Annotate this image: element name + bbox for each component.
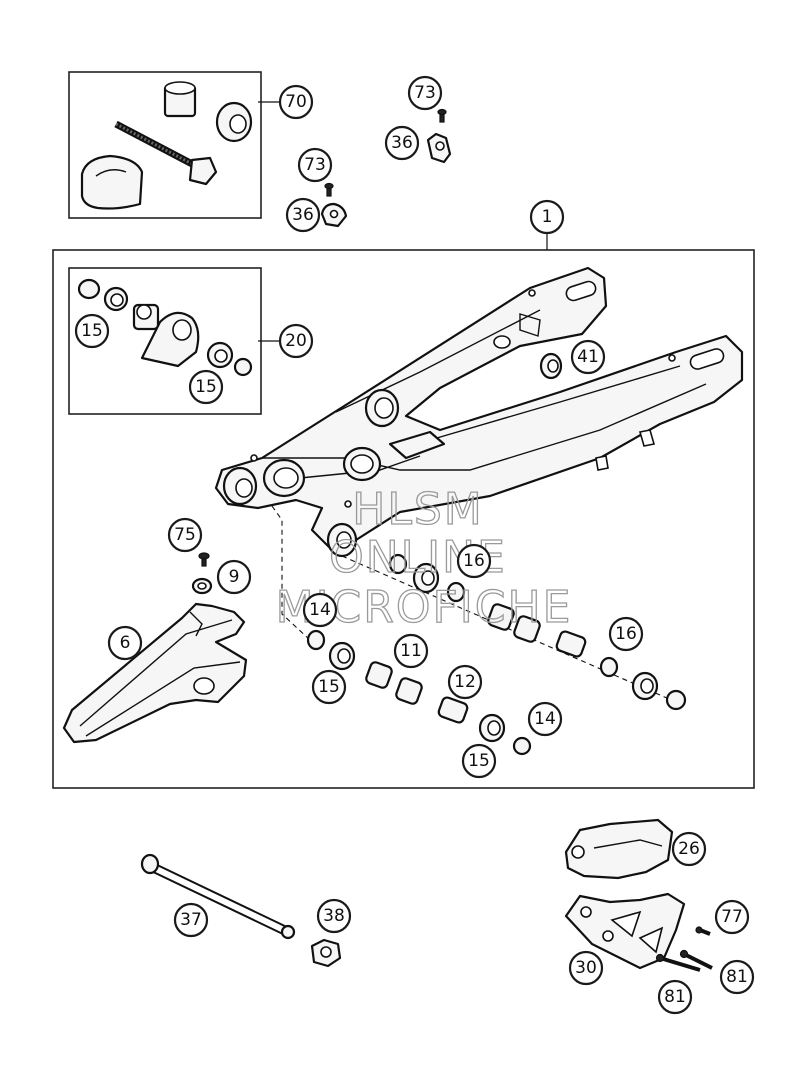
callout-73-lower-label: 73 [304,155,326,175]
bearing-part [132,303,160,331]
assembly-line-right [341,555,677,703]
callout-11-label: 11 [400,641,422,661]
callout-37[interactable]: 37 [173,902,209,938]
callout-20[interactable]: 20 [278,323,314,359]
callout-73-lower[interactable]: 73 [297,147,333,183]
callout-6[interactable]: 6 [107,625,143,661]
assembly-line-left [271,505,311,641]
callout-38-label: 38 [323,906,345,926]
callout-38[interactable]: 38 [316,898,352,934]
bushing-part [163,81,197,118]
callout-36-lower-label: 36 [292,205,314,225]
callout-14-upper-label: 14 [309,600,331,620]
callout-36-upper-label: 36 [391,133,413,153]
half-shell-part [80,154,144,210]
callout-6-label: 6 [120,633,131,653]
callout-26[interactable]: 26 [671,831,707,867]
callout-15-kit-top[interactable]: 15 [74,313,110,349]
callout-73-upper-label: 73 [414,83,436,103]
callout-36-upper[interactable]: 36 [384,125,420,161]
nut-38-part [310,938,342,968]
callout-30-label: 30 [575,958,597,978]
callout-81-right[interactable]: 81 [719,959,755,995]
callout-81-right-label: 81 [726,967,748,987]
callout-15-mid[interactable]: 15 [311,669,347,705]
callout-73-upper[interactable]: 73 [407,75,443,111]
callout-77[interactable]: 77 [714,899,750,935]
guard-part [140,311,200,368]
callout-41[interactable]: 41 [570,339,606,375]
callout-37-label: 37 [180,910,202,930]
callout-77-label: 77 [721,907,743,927]
callout-75[interactable]: 75 [167,517,203,553]
callout-16-right[interactable]: 16 [608,616,644,652]
callout-36-lower[interactable]: 36 [285,197,321,233]
bushing-41-part [539,352,563,380]
screw-73-upper [437,108,447,123]
bearing-stack-lower [306,629,532,756]
swingarm-frame [52,249,755,789]
bolt-81-parts [655,949,713,972]
callout-12-label: 12 [454,672,476,692]
bearing-stack-upper [388,553,687,711]
seal-ring-small [77,278,101,300]
callout-9-label: 9 [229,567,240,587]
kit-20-group [68,267,280,415]
chain-guide-26-part [564,818,674,880]
callout-15-lower[interactable]: 15 [461,743,497,779]
screw-75-part [198,552,210,567]
callout-15-kit-bottom-label: 15 [195,377,217,397]
clip-36-upper [426,132,452,164]
callout-14-lower[interactable]: 14 [527,701,563,737]
washer-9-part [191,577,213,595]
clip-36-lower [320,202,348,228]
seal-part [215,101,253,143]
callout-1-label: 1 [542,207,553,227]
callout-26-label: 26 [678,839,700,859]
axle-37-part [140,853,296,940]
callout-15-kit-bottom[interactable]: 15 [188,369,224,405]
callout-20-label: 20 [285,331,307,351]
callout-70[interactable]: 70 [278,84,314,120]
callout-30[interactable]: 30 [568,950,604,986]
callout-15-lower-label: 15 [468,751,490,771]
callout-81-left[interactable]: 81 [657,979,693,1015]
callout-75-label: 75 [174,525,196,545]
callout-16-right-label: 16 [615,624,637,644]
chain-guide-30-part [564,892,686,970]
callout-14-lower-label: 14 [534,709,556,729]
callout-15-mid-label: 15 [318,677,340,697]
callout-81-left-label: 81 [664,987,686,1007]
callout-12[interactable]: 12 [447,664,483,700]
seal-ring-small-2 [233,357,253,377]
pivot-bolt-part [114,120,218,186]
callout-1[interactable]: 1 [529,199,565,235]
kit-70-frame [68,71,262,219]
callout-15-kit-top-label: 15 [81,321,103,341]
callout-11[interactable]: 11 [393,633,429,669]
chain-slider-part [62,602,248,744]
callout-14-upper[interactable]: 14 [302,592,338,628]
callout-9[interactable]: 9 [216,559,252,595]
kit-70-group [68,71,280,219]
callout-16-upper[interactable]: 16 [456,543,492,579]
callout-16-upper-label: 16 [463,551,485,571]
clip-group-lower [320,182,348,228]
callout-41-label: 41 [577,347,599,367]
swingarm-part [214,266,744,558]
callout-70-label: 70 [285,92,307,112]
screw-77-part [695,926,711,936]
watermark-line1: HLSM [352,484,484,535]
screw-73-lower [324,182,334,197]
clip-group-upper [426,108,452,164]
